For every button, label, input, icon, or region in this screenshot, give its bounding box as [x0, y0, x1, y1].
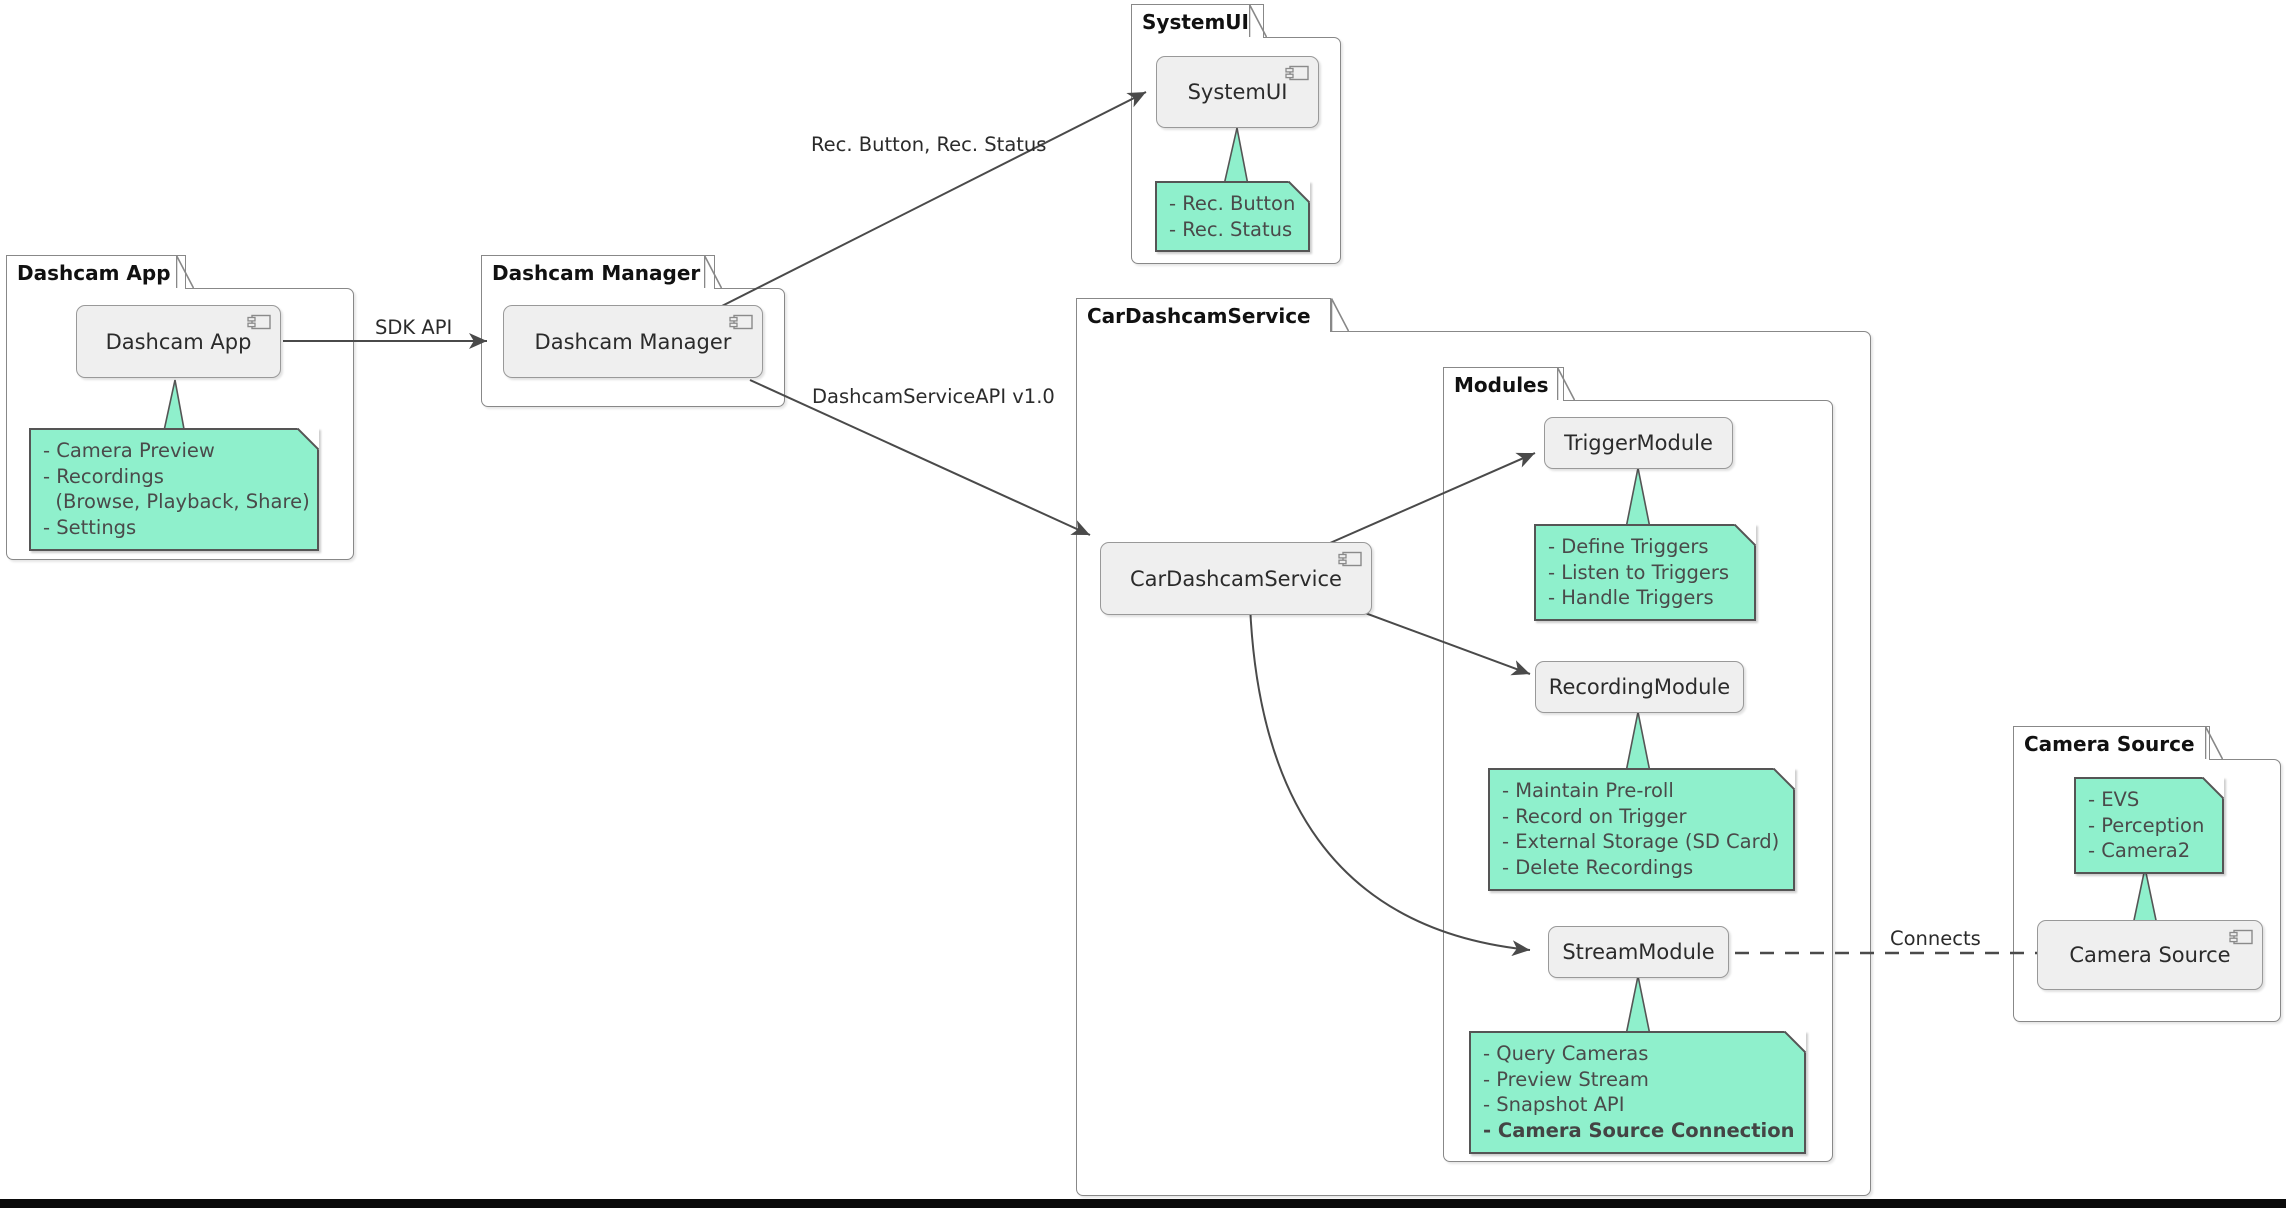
note-line: - Listen to Triggers [1548, 560, 1730, 584]
component-icon [1338, 551, 1362, 567]
note-line: - EVS [2088, 788, 2140, 811]
note-line: - External Storage (SD Card) [1502, 830, 1780, 854]
note-line: - Record on Trigger [1502, 804, 1687, 828]
component-dashcam-app-label: Dashcam App [105, 329, 252, 354]
package-dashcam-manager-tab: Dashcam Manager [481, 255, 716, 289]
edge-label-dashcam-service-api: DashcamServiceAPI v1.0 [812, 385, 1055, 408]
note-line: - Snapshot API [1483, 1093, 1625, 1117]
component-dashcam-manager[interactable]: Dashcam Manager [503, 305, 763, 378]
component-stream-module[interactable]: StreamModule [1548, 926, 1729, 978]
note-fold-icon [2202, 777, 2224, 799]
note-line: - Delete Recordings [1502, 856, 1694, 880]
note-fold-icon [1288, 181, 1310, 203]
component-trigger-module[interactable]: TriggerModule [1544, 417, 1733, 469]
note-systemui: - Rec. Button - Rec. Status [1155, 181, 1310, 253]
package-modules-label: Modules [1454, 372, 1549, 397]
component-cardashcamservice[interactable]: CarDashcamService [1100, 542, 1372, 615]
package-dashcam-manager-label: Dashcam Manager [492, 260, 701, 285]
component-icon [2229, 929, 2253, 945]
component-systemui-label: SystemUI [1187, 80, 1288, 104]
component-stream-module-label: StreamModule [1562, 940, 1715, 964]
component-trigger-module-label: TriggerModule [1564, 431, 1713, 455]
note-fold-icon [1734, 524, 1756, 546]
edge-label-rec-button-status: Rec. Button, Rec. Status [811, 133, 1047, 156]
package-tab-slant [1331, 298, 1349, 332]
note-line: (Browse, Playback, Share) [43, 490, 310, 514]
component-dashcam-manager-label: Dashcam Manager [534, 329, 732, 354]
package-systemui-label: SystemUI [1142, 9, 1249, 34]
note-line: - Query Cameras [1483, 1042, 1649, 1065]
package-modules-tab: Modules [1443, 367, 1564, 401]
component-camera-source[interactable]: Camera Source [2037, 920, 2263, 990]
note-stream-module: - Query Cameras - Preview Stream - Snaps… [1469, 1031, 1806, 1154]
component-recording-module[interactable]: RecordingModule [1535, 661, 1744, 713]
component-dashcam-app[interactable]: Dashcam App [76, 305, 281, 378]
note-line: - Camera Preview [43, 439, 215, 462]
note-line: - Recordings [43, 464, 164, 488]
package-dashcam-app-label: Dashcam App [17, 260, 171, 285]
note-trigger-module: - Define Triggers - Listen to Triggers -… [1534, 524, 1756, 622]
note-recording-module: - Maintain Pre-roll - Record on Trigger … [1488, 768, 1795, 891]
note-fold-icon [297, 428, 319, 450]
component-icon [729, 314, 753, 330]
component-recording-module-label: RecordingModule [1548, 675, 1731, 699]
package-cardashcamservice-tab: CarDashcamService [1076, 298, 1331, 332]
package-camera-source-label: Camera Source [2024, 731, 2195, 756]
component-icon [1285, 65, 1309, 81]
note-line: - Handle Triggers [1548, 586, 1714, 610]
note-fold-icon [1773, 768, 1795, 790]
note-line: - Preview Stream [1483, 1067, 1649, 1091]
component-icon [247, 314, 271, 330]
package-dashcam-app-tab: Dashcam App [6, 255, 186, 289]
note-camera-source: - EVS - Perception - Camera2 [2074, 777, 2224, 875]
note-line: - Rec. Button [1169, 192, 1296, 215]
edge-label-sdk-api: SDK API [375, 316, 453, 339]
package-systemui-tab: SystemUI [1131, 4, 1264, 38]
note-line: - Maintain Pre-roll [1502, 779, 1674, 802]
note-line: - Settings [43, 516, 137, 540]
note-line-emphasis: - Camera Source Connection [1483, 1119, 1795, 1143]
component-camera-source-label: Camera Source [2069, 943, 2231, 967]
bottom-bar [0, 1199, 2286, 1208]
component-systemui[interactable]: SystemUI [1156, 56, 1319, 128]
note-line: - Camera2 [2088, 839, 2191, 863]
package-camera-source-tab: Camera Source [2013, 726, 2210, 760]
note-line: - Perception [2088, 813, 2205, 837]
note-line: - Rec. Status [1169, 217, 1293, 241]
edge-label-connects: Connects [1890, 927, 1981, 950]
package-cardashcamservice-label: CarDashcamService [1087, 303, 1311, 328]
note-dashcam-app: - Camera Preview - Recordings (Browse, P… [29, 428, 319, 551]
note-fold-icon [1784, 1031, 1806, 1053]
component-cardashcamservice-label: CarDashcamService [1130, 566, 1342, 591]
note-line: - Define Triggers [1548, 535, 1709, 558]
